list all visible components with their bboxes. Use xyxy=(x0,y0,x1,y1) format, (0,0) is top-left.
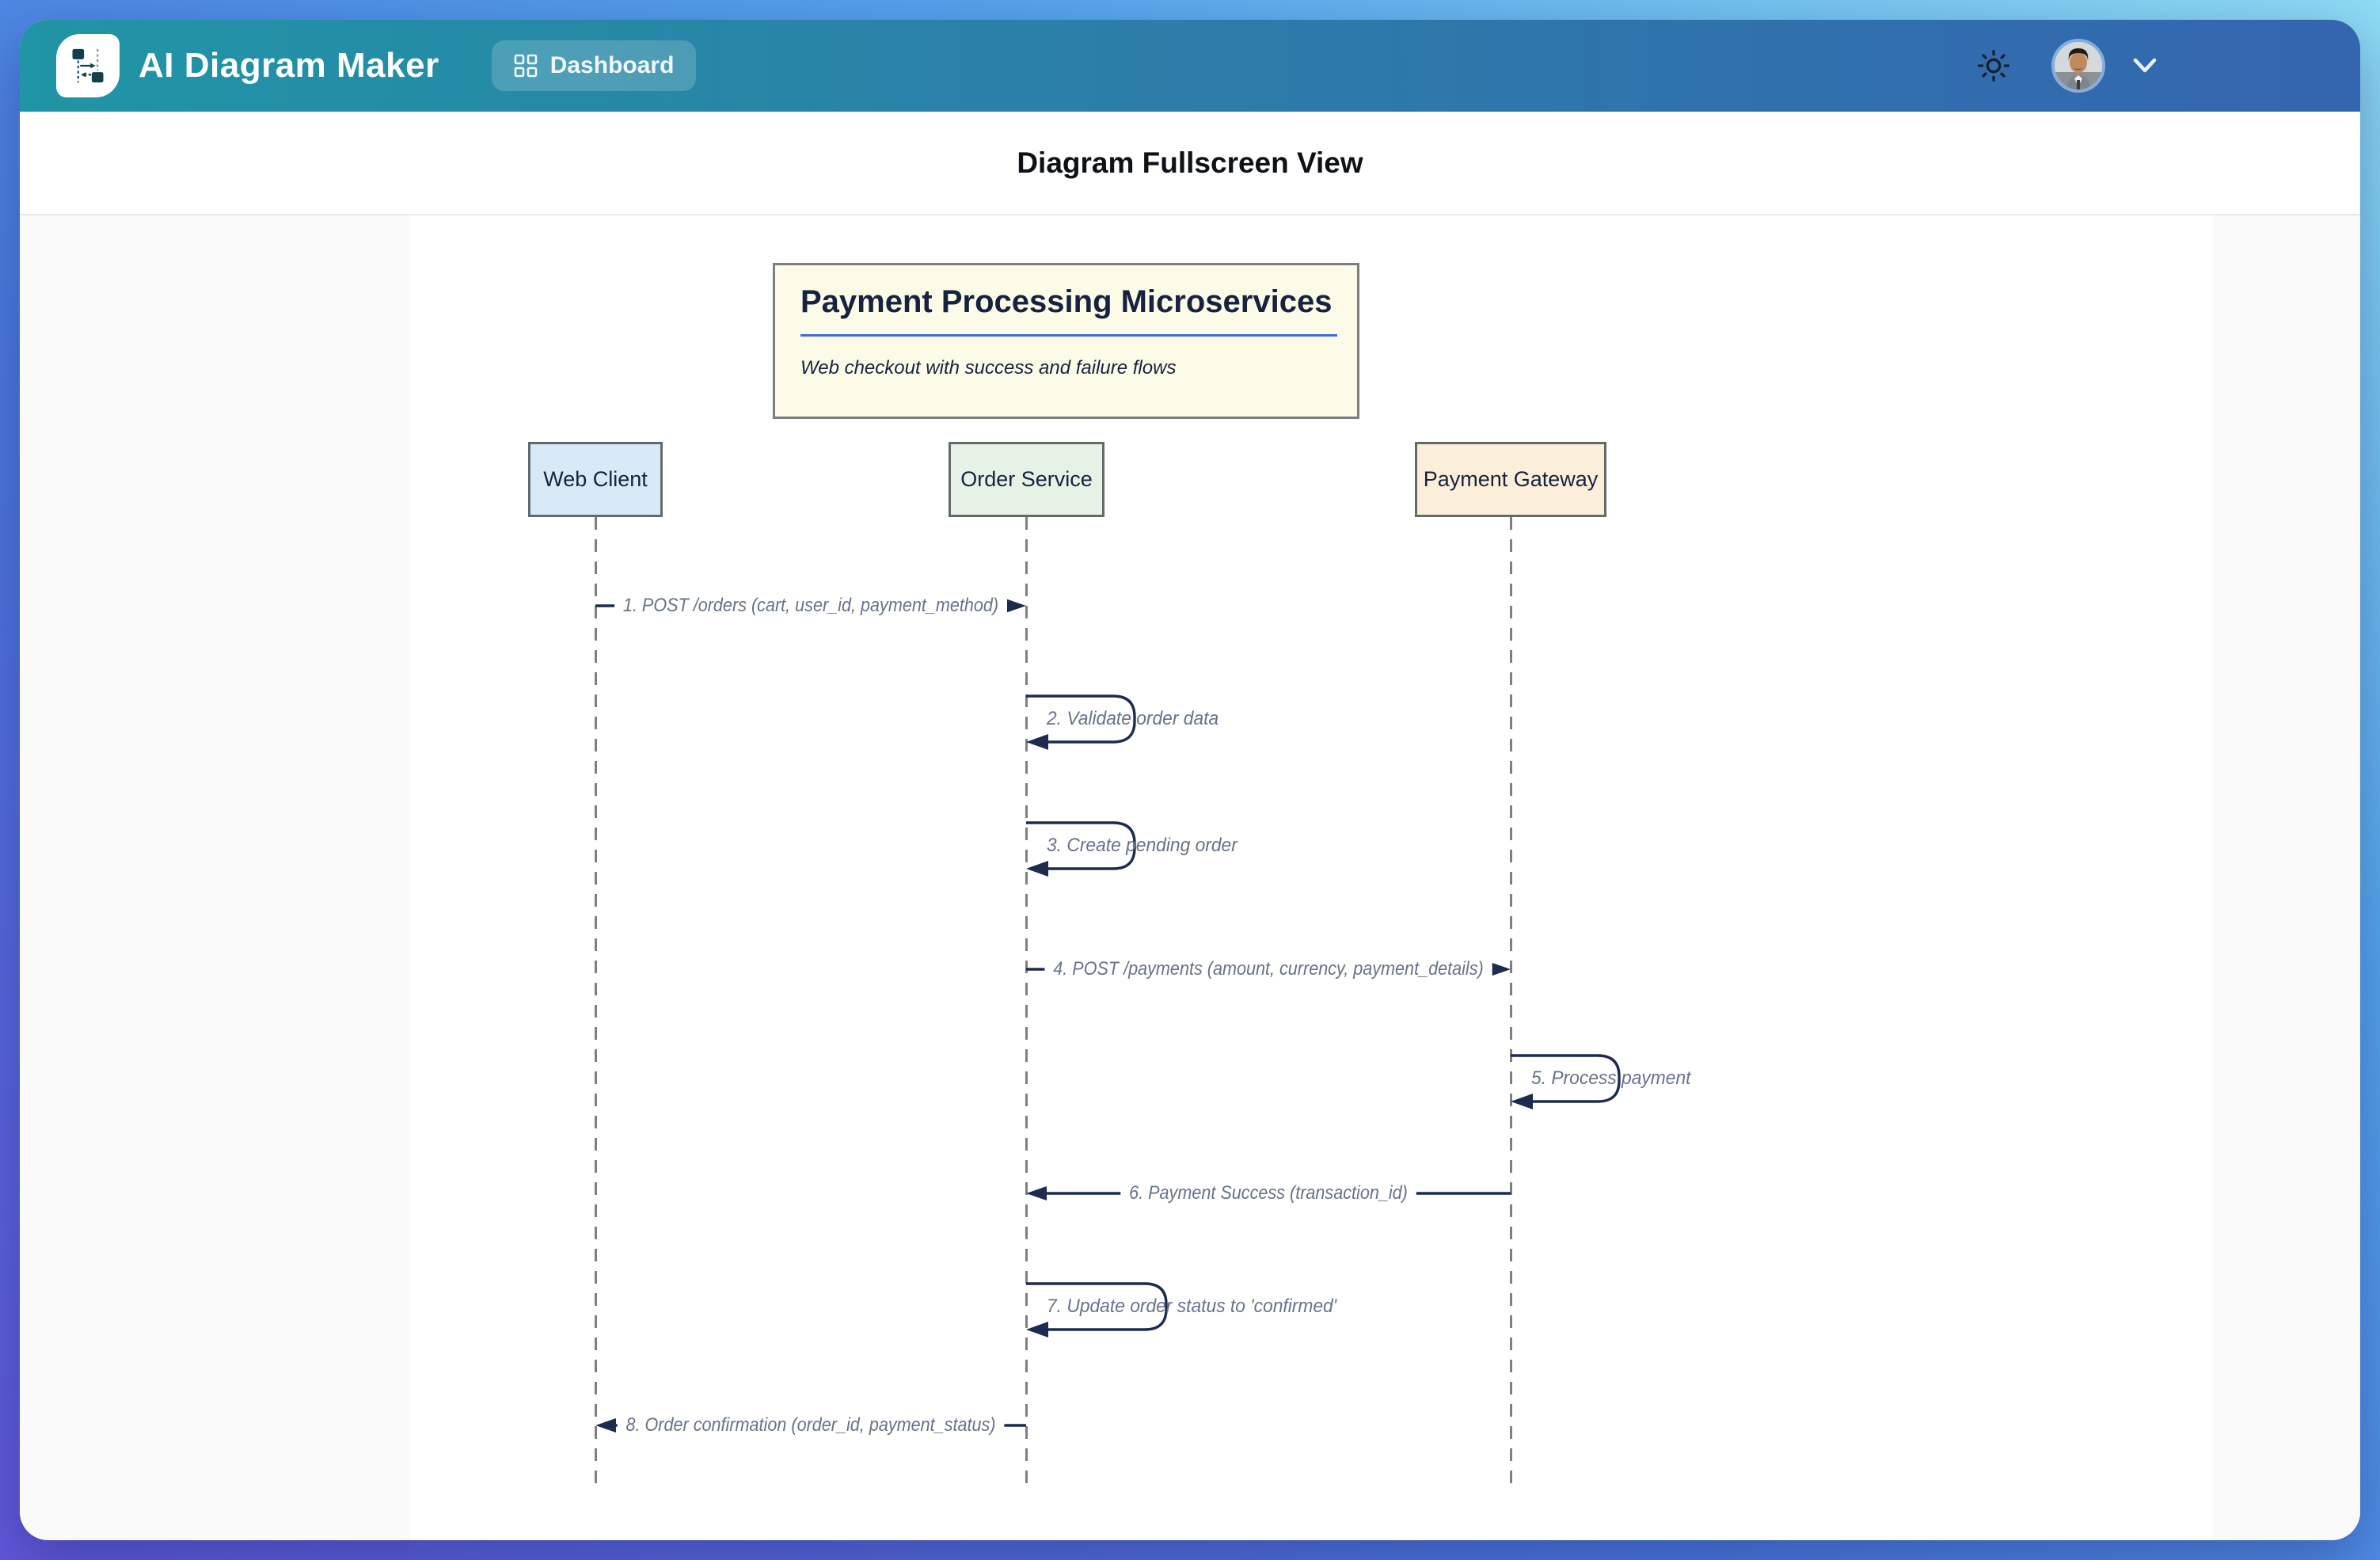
diagram-canvas: Payment Processing Microservices Web che… xyxy=(20,215,2360,1540)
dashboard-button[interactable]: Dashboard xyxy=(491,40,697,91)
message-1: 1. POST /orders (cart, user_id, payment_… xyxy=(595,593,1026,618)
message-7-arrow xyxy=(1026,1282,1168,1337)
sun-icon xyxy=(1977,49,2010,82)
message-7: 7. Update order status to 'confirmed' xyxy=(1026,1280,1336,1342)
view-titlebar: Diagram Fullscreen View xyxy=(20,112,2360,215)
message-2-arrow xyxy=(1026,694,1136,750)
diagram-subtitle: Web checkout with success and failure fl… xyxy=(800,357,1177,379)
message-5-arrow xyxy=(1511,1054,1621,1109)
lifeline-web-client xyxy=(595,517,597,1491)
actor-web-client: Web Client xyxy=(528,442,663,517)
message-7-label: 7. Update order status to 'confirmed' xyxy=(1047,1296,1337,1317)
lifeline-payment-gateway xyxy=(1510,517,1512,1491)
theme-toggle-button[interactable] xyxy=(1977,49,2010,82)
message-8: 8. Order confirmation (order_id, payment… xyxy=(595,1413,1026,1438)
app-logo-icon xyxy=(72,48,104,83)
left-panel xyxy=(20,215,410,1540)
sequence-diagram: Payment Processing Microservices Web che… xyxy=(20,215,2360,1540)
grid-icon xyxy=(514,54,538,78)
page-title: Diagram Fullscreen View xyxy=(1017,146,1363,179)
message-5-label: 5. Process payment xyxy=(1531,1067,1691,1089)
lifeline-order-service xyxy=(1025,517,1028,1491)
main-card: AI Diagram Maker Dashboard xyxy=(20,20,2360,1540)
app-title: AI Diagram Maker xyxy=(139,46,439,85)
message-5: 5. Process payment xyxy=(1511,1052,1717,1114)
diagram-title-underline xyxy=(800,334,1337,337)
message-2-label: 2. Validate order data xyxy=(1047,708,1219,729)
actor-order-service: Order Service xyxy=(949,442,1104,517)
app-logo xyxy=(56,34,120,97)
message-8-label: 8. Order confirmation (order_id, payment… xyxy=(617,1414,1005,1436)
user-menu-button[interactable] xyxy=(2129,55,2161,76)
message-6: 6. Payment Success (transaction_id) xyxy=(1026,1181,1511,1206)
right-panel xyxy=(2213,215,2360,1540)
message-2: 2. Validate order data xyxy=(1026,693,1232,755)
chevron-down-icon xyxy=(2133,58,2157,73)
app-header: AI Diagram Maker Dashboard xyxy=(20,20,2360,112)
message-1-label: 1. POST /orders (cart, user_id, payment_… xyxy=(614,595,1007,617)
message-3-label: 3. Create pending order xyxy=(1047,835,1238,856)
user-avatar[interactable] xyxy=(2051,39,2105,93)
message-6-label: 6. Payment Success (transaction_id) xyxy=(1120,1182,1416,1204)
diagram-title-box: Payment Processing Microservices Web che… xyxy=(773,263,1359,419)
message-3: 3. Create pending order xyxy=(1026,820,1238,881)
diagram-title: Payment Processing Microservices xyxy=(800,284,1333,319)
dashboard-button-label: Dashboard xyxy=(549,52,675,78)
actor-payment-gateway: Payment Gateway xyxy=(1415,442,1606,517)
avatar xyxy=(2055,42,2102,89)
message-4: 4. POST /payments (amount, currency, pay… xyxy=(1026,957,1511,982)
message-3-arrow xyxy=(1026,821,1136,877)
message-4-label: 4. POST /payments (amount, currency, pay… xyxy=(1044,958,1492,980)
